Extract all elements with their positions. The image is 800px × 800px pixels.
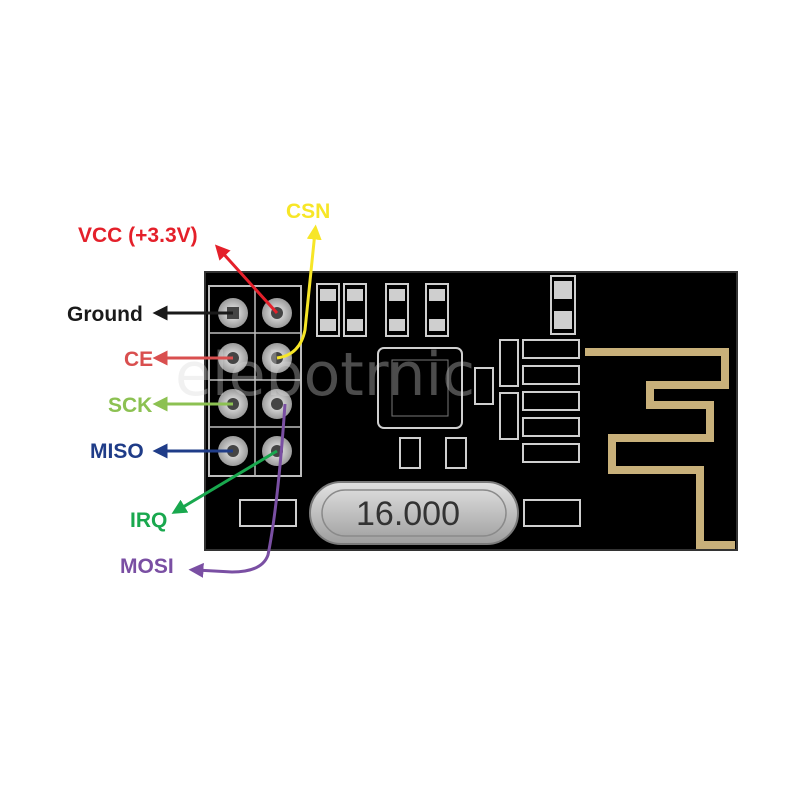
pcb-antenna	[585, 348, 735, 549]
label-csn: CSN	[286, 200, 330, 223]
pointer-mosi	[188, 403, 287, 578]
crystal-oscillator: 16.000	[309, 481, 519, 545]
label-miso: MISO	[90, 440, 144, 463]
rf-chip	[377, 347, 463, 429]
pin-pointers	[152, 224, 322, 578]
label-sck: SCK	[108, 394, 152, 417]
pointer-irq	[171, 449, 278, 514]
label-irq: IRQ	[130, 509, 167, 532]
label-ground: Ground	[67, 303, 143, 326]
watermark-text: elebotrnic	[175, 340, 475, 410]
pointer-vcc	[214, 244, 279, 315]
label-vcc: VCC (+3.3V)	[78, 224, 198, 247]
smd-components	[239, 275, 581, 527]
label-mosi: MOSI	[120, 555, 174, 578]
label-ce: CE	[124, 348, 153, 371]
crystal-label: 16.000	[356, 495, 460, 533]
pointer-csn	[276, 224, 322, 360]
